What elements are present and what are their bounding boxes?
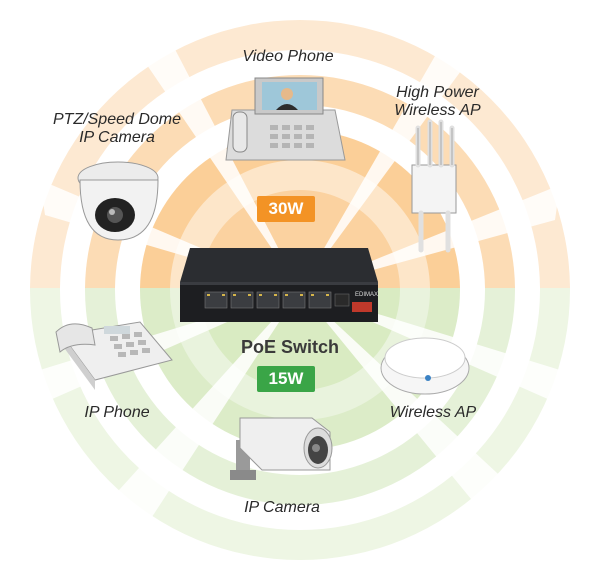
bullet-camera-icon	[230, 417, 333, 480]
label-ptz-camera-line1: PTZ/Speed Dome	[52, 111, 182, 128]
ip-phone-icon	[55, 321, 173, 390]
label-video-phone: Video Phone	[242, 48, 334, 65]
dome-camera-icon	[77, 161, 159, 241]
label-ip-camera: IP Camera	[244, 499, 320, 516]
video-phone-icon	[225, 77, 346, 161]
poe-switch: EDIMAX	[180, 248, 378, 322]
center-label: PoE Switch	[240, 337, 339, 357]
ceiling-ap-icon	[380, 337, 470, 395]
label-ip-phone: IP Phone	[84, 404, 150, 421]
low-power-badge: 15W	[257, 366, 315, 392]
label-wireless-ap: Wireless AP	[389, 404, 477, 421]
switch-brand: EDIMAX	[355, 292, 378, 298]
outdoor-ap-icon	[411, 119, 457, 253]
high-power-badge: 30W	[257, 196, 315, 222]
label-high-power-ap-line2: Wireless AP	[394, 102, 481, 119]
label-ptz-camera-line2: IP Camera	[79, 129, 155, 146]
label-high-power-ap-line1: High Power	[396, 84, 479, 101]
